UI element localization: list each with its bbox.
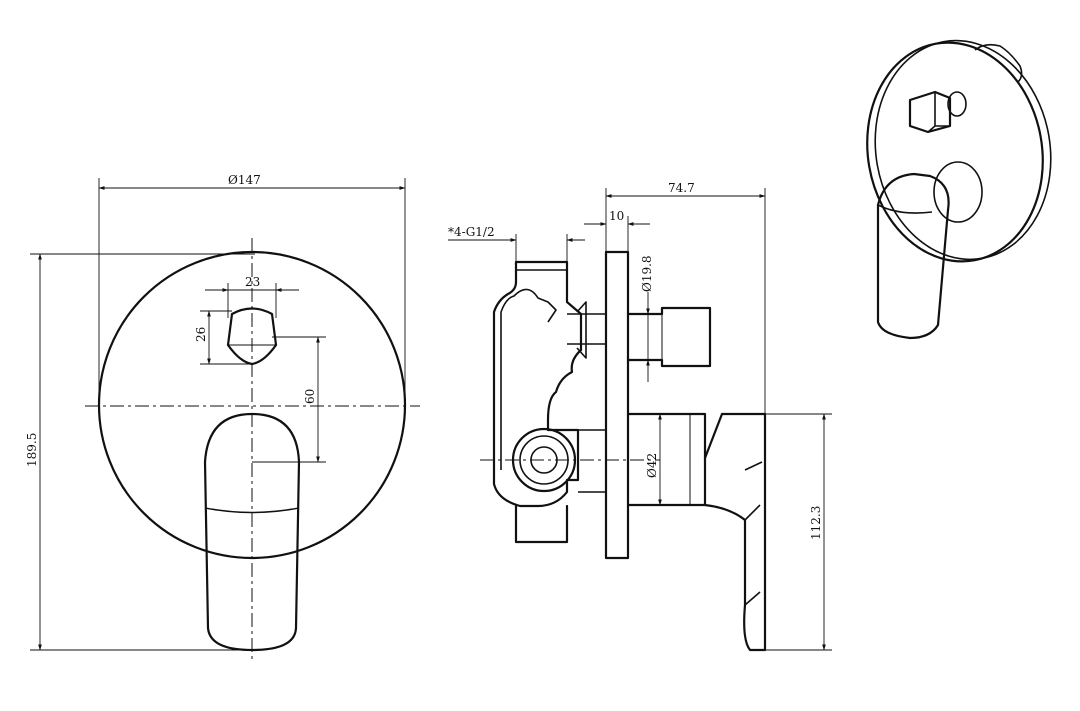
dim-depth-label: 74.7 [668,181,695,195]
dim-diameter-label: Ø147 [228,173,261,187]
dim-plate-label: 10 [609,209,624,223]
dim-button-diameter-label: Ø19.8 [640,255,654,292]
dim-height-label: 189.5 [25,433,39,467]
dim-cartridge-diameter-label: Ø42 [645,453,659,478]
dim-button-center-label: 60 [303,389,317,404]
dim-button-width-label: 23 [245,275,260,289]
valve-body [492,260,583,508]
dim-handle-height-label: 112.3 [809,506,823,540]
front-view: Ø147 189.5 23 26 60 [25,173,420,660]
diverter-button-side [626,306,712,368]
dim-thread-label: *4-G1/2 [448,225,495,239]
wall-plate-side [604,250,630,560]
dim-button-height-label: 26 [194,327,208,342]
iso-wall-plate [866,41,1044,263]
lever-handle-side [703,412,767,652]
side-view: *4-G1/2 74.7 10 Ø19.8 Ø42 112.3 [448,181,832,652]
isometric-view [866,39,1052,340]
iso-lever-handle [876,172,950,340]
diverter-button [226,307,278,366]
